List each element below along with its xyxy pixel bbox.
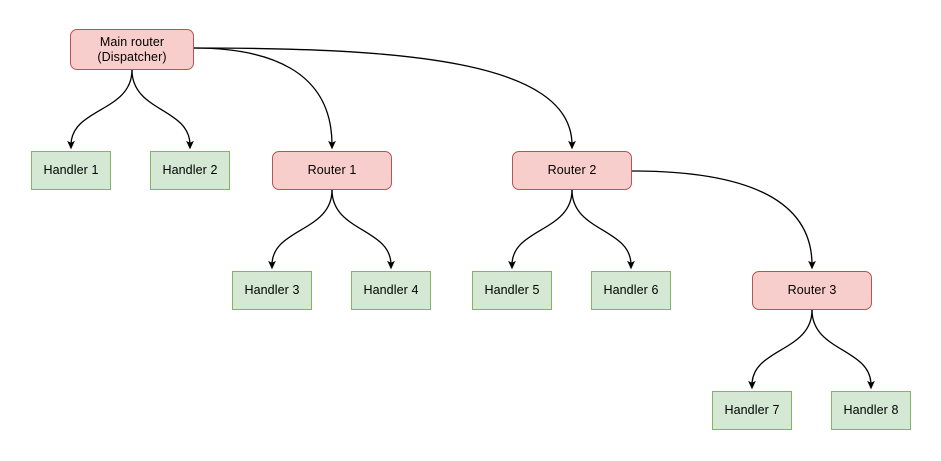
node-label-router-2: Router 2: [547, 163, 597, 177]
node-label-handler-6: Handler 6: [603, 283, 659, 297]
edge-router-1-to-handler-3: [268, 189, 333, 270]
node-handler-1[interactable]: Handler 1: [31, 151, 111, 190]
node-handler-7[interactable]: Handler 7: [712, 391, 792, 430]
node-label-handler-8: Handler 8: [843, 403, 899, 417]
node-router-2[interactable]: Router 2: [512, 151, 632, 190]
node-router-1[interactable]: Router 1: [272, 151, 392, 190]
edge-router-2-to-handler-6: [571, 189, 635, 270]
node-label-handler-5: Handler 5: [484, 283, 540, 297]
node-label-handler-1: Handler 1: [43, 163, 99, 177]
node-handler-5[interactable]: Handler 5: [472, 271, 552, 310]
node-handler-2[interactable]: Handler 2: [150, 151, 230, 190]
node-label-router-1: Router 1: [307, 163, 357, 177]
node-label-main-router: Main router (Dispatcher): [97, 34, 167, 64]
node-handler-4[interactable]: Handler 4: [351, 271, 431, 310]
node-handler-6[interactable]: Handler 6: [591, 271, 671, 310]
node-label-handler-7: Handler 7: [724, 403, 780, 417]
edge-router-3-to-handler-7: [748, 309, 813, 390]
node-label-handler-3: Handler 3: [244, 283, 300, 297]
edge-router-2-to-router-3: [631, 170, 816, 270]
edge-router-1-to-handler-4: [331, 189, 395, 270]
node-label-handler-2: Handler 2: [162, 163, 218, 177]
node-handler-8[interactable]: Handler 8: [831, 391, 911, 430]
edges-group: [67, 47, 875, 390]
edge-main-to-handler-1: [67, 69, 133, 150]
edge-main-to-router-1: [193, 47, 336, 150]
edge-router-2-to-handler-5: [508, 189, 573, 270]
node-router-3[interactable]: Router 3: [752, 271, 872, 310]
node-label-handler-4: Handler 4: [363, 283, 419, 297]
node-handler-3[interactable]: Handler 3: [232, 271, 312, 310]
node-main-router[interactable]: Main router (Dispatcher): [70, 29, 194, 70]
edge-router-3-to-handler-8: [811, 309, 875, 390]
node-label-router-3: Router 3: [787, 283, 837, 297]
edge-main-to-handler-2: [131, 69, 194, 150]
edge-main-to-router-2: [193, 47, 576, 150]
